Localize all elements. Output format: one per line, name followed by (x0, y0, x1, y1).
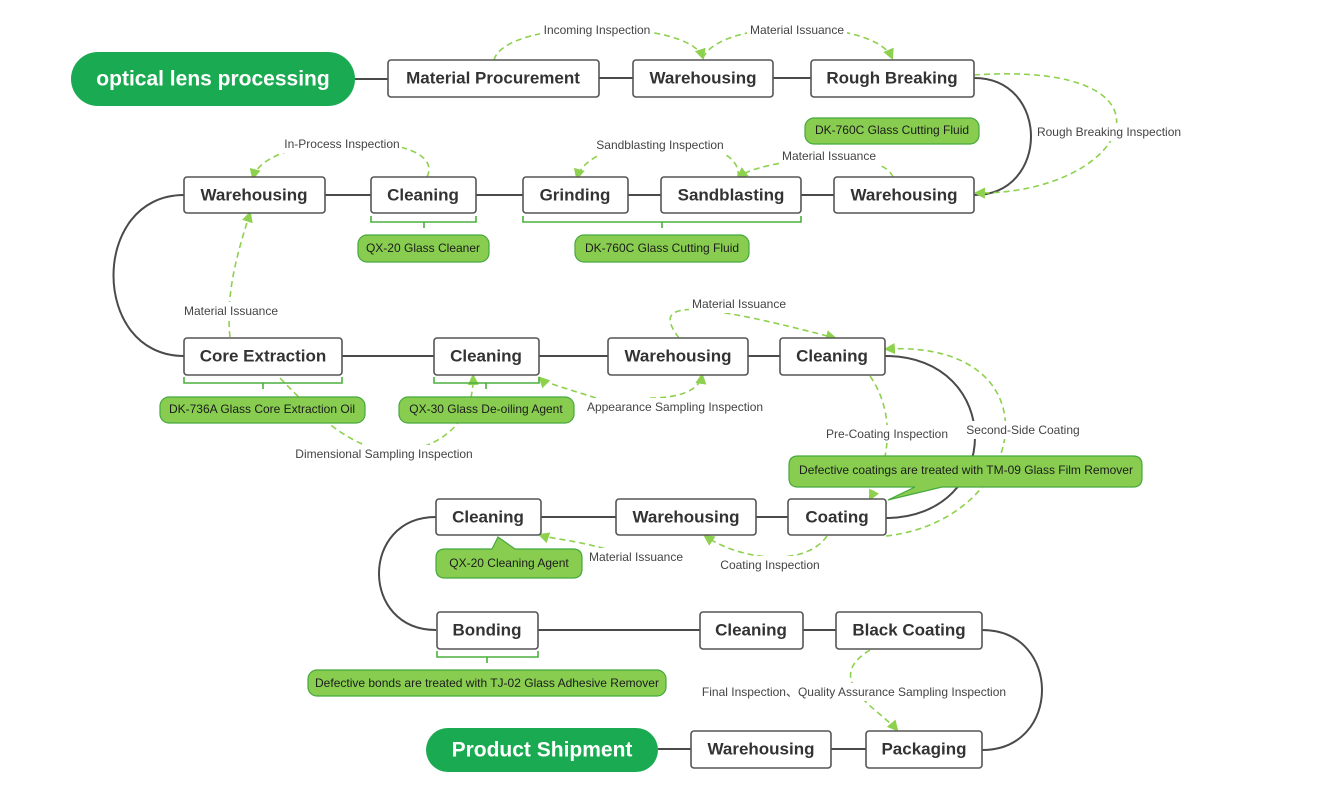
tag-label: QX-20 Cleaning Agent (449, 556, 569, 570)
start-label: optical lens processing (96, 68, 329, 91)
step-label: Cleaning (796, 346, 868, 365)
tag-label: QX-30 Glass De-oiling Agent (409, 402, 563, 416)
note-material-issuance: Material Issuance (782, 149, 876, 163)
inspection-notes: Incoming Inspection Material Issuance Ro… (181, 21, 1182, 701)
step-coating: Coating (787, 498, 887, 536)
step-label: Black Coating (852, 620, 965, 639)
tag-grinding-fluid: DK-760C Glass Cutting Fluid (574, 234, 750, 263)
step-rough-breaking: Rough Breaking (810, 59, 975, 98)
step-material-procurement: Material Procurement (387, 59, 600, 98)
start-pill: optical lens processing (71, 52, 355, 106)
step-grinding: Grinding (522, 176, 629, 214)
step-sandblasting: Sandblasting (660, 176, 802, 214)
note-sandblasting-inspection: Sandblasting Inspection (596, 138, 723, 152)
tag-label: Defective coatings are treated with TM-0… (799, 463, 1133, 477)
step-label: Warehousing (649, 68, 756, 87)
note-material-issuance: Material Issuance (184, 304, 278, 318)
step-label: Sandblasting (678, 185, 785, 204)
step-cleaning: Cleaning (435, 498, 542, 536)
tag-label: DK-760C Glass Cutting Fluid (815, 123, 969, 137)
step-warehousing: Warehousing (183, 176, 326, 214)
step-warehousing: Warehousing (833, 176, 975, 214)
end-label: Product Shipment (452, 739, 633, 762)
step-warehousing: Warehousing (690, 730, 832, 769)
step-label: Grinding (540, 185, 611, 204)
step-warehousing: Warehousing (607, 337, 749, 376)
tag-label: QX-20 Glass Cleaner (366, 241, 480, 255)
end-pill: Product Shipment (426, 728, 658, 772)
note-dimensional-sampling: Dimensional Sampling Inspection (295, 447, 472, 461)
step-cleaning: Cleaning (433, 337, 540, 376)
tag-core-extraction-oil: DK-736A Glass Core Extraction Oil (159, 396, 366, 424)
step-label: Warehousing (200, 185, 307, 204)
note-rough-breaking-inspection: Rough Breaking Inspection (1037, 125, 1181, 139)
step-label: Bonding (453, 620, 522, 639)
note-second-side-coating: Second-Side Coating (966, 423, 1079, 437)
tag-glass-cleaner: QX-20 Glass Cleaner (357, 234, 490, 263)
step-label: Core Extraction (200, 346, 327, 365)
note-appearance-sampling: Appearance Sampling Inspection (587, 400, 763, 414)
note-in-process-inspection: In-Process Inspection (284, 137, 399, 151)
step-label: Cleaning (450, 346, 522, 365)
step-cleaning: Cleaning (779, 337, 886, 376)
material-tags: DK-760C Glass Cutting Fluid QX-20 Glass … (159, 117, 1143, 697)
step-label: Warehousing (632, 507, 739, 526)
step-label: Warehousing (624, 346, 731, 365)
step-cleaning: Cleaning (370, 176, 477, 214)
step-label: Packaging (881, 739, 966, 758)
step-bonding: Bonding (436, 611, 539, 650)
step-warehousing: Warehousing (615, 498, 757, 536)
step-label: Cleaning (387, 185, 459, 204)
step-warehousing: Warehousing (632, 59, 774, 98)
tag-film-remover: Defective coatings are treated with TM-0… (788, 455, 1143, 501)
tag-deoiling-agent: QX-30 Glass De-oiling Agent (398, 396, 575, 424)
note-pre-coating-inspection: Pre-Coating Inspection (826, 427, 948, 441)
note-coating-inspection: Coating Inspection (720, 558, 819, 572)
tag-label: Defective bonds are treated with TJ-02 G… (315, 676, 659, 690)
step-black-coating: Black Coating (835, 611, 983, 650)
step-cleaning: Cleaning (699, 611, 804, 650)
step-label: Cleaning (715, 620, 787, 639)
step-label: Warehousing (850, 185, 957, 204)
note-material-issuance: Material Issuance (589, 550, 683, 564)
step-label: Rough Breaking (826, 68, 957, 87)
tag-label: DK-760C Glass Cutting Fluid (585, 241, 739, 255)
note-incoming-inspection: Incoming Inspection (544, 23, 651, 37)
tag-cleaning-agent: QX-20 Cleaning Agent (435, 536, 583, 579)
step-label: Warehousing (707, 739, 814, 758)
process-steps: Material Procurement Warehousing Rough B… (183, 59, 983, 769)
braces (183, 216, 802, 663)
step-core-extraction: Core Extraction (183, 337, 343, 376)
tag-rough-breaking-fluid: DK-760C Glass Cutting Fluid (804, 117, 980, 145)
tag-adhesive-remover: Defective bonds are treated with TJ-02 G… (307, 669, 667, 697)
note-material-issuance: Material Issuance (750, 23, 844, 37)
note-material-issuance: Material Issuance (692, 297, 786, 311)
note-final-inspection: Final Inspection、Quality Assurance Sampl… (702, 685, 1006, 699)
step-label: Cleaning (452, 507, 524, 526)
step-label: Coating (805, 507, 868, 526)
step-label: Material Procurement (406, 68, 580, 87)
step-packaging: Packaging (865, 730, 983, 769)
tag-label: DK-736A Glass Core Extraction Oil (169, 402, 355, 416)
inspection-arrows (228, 27, 1118, 732)
